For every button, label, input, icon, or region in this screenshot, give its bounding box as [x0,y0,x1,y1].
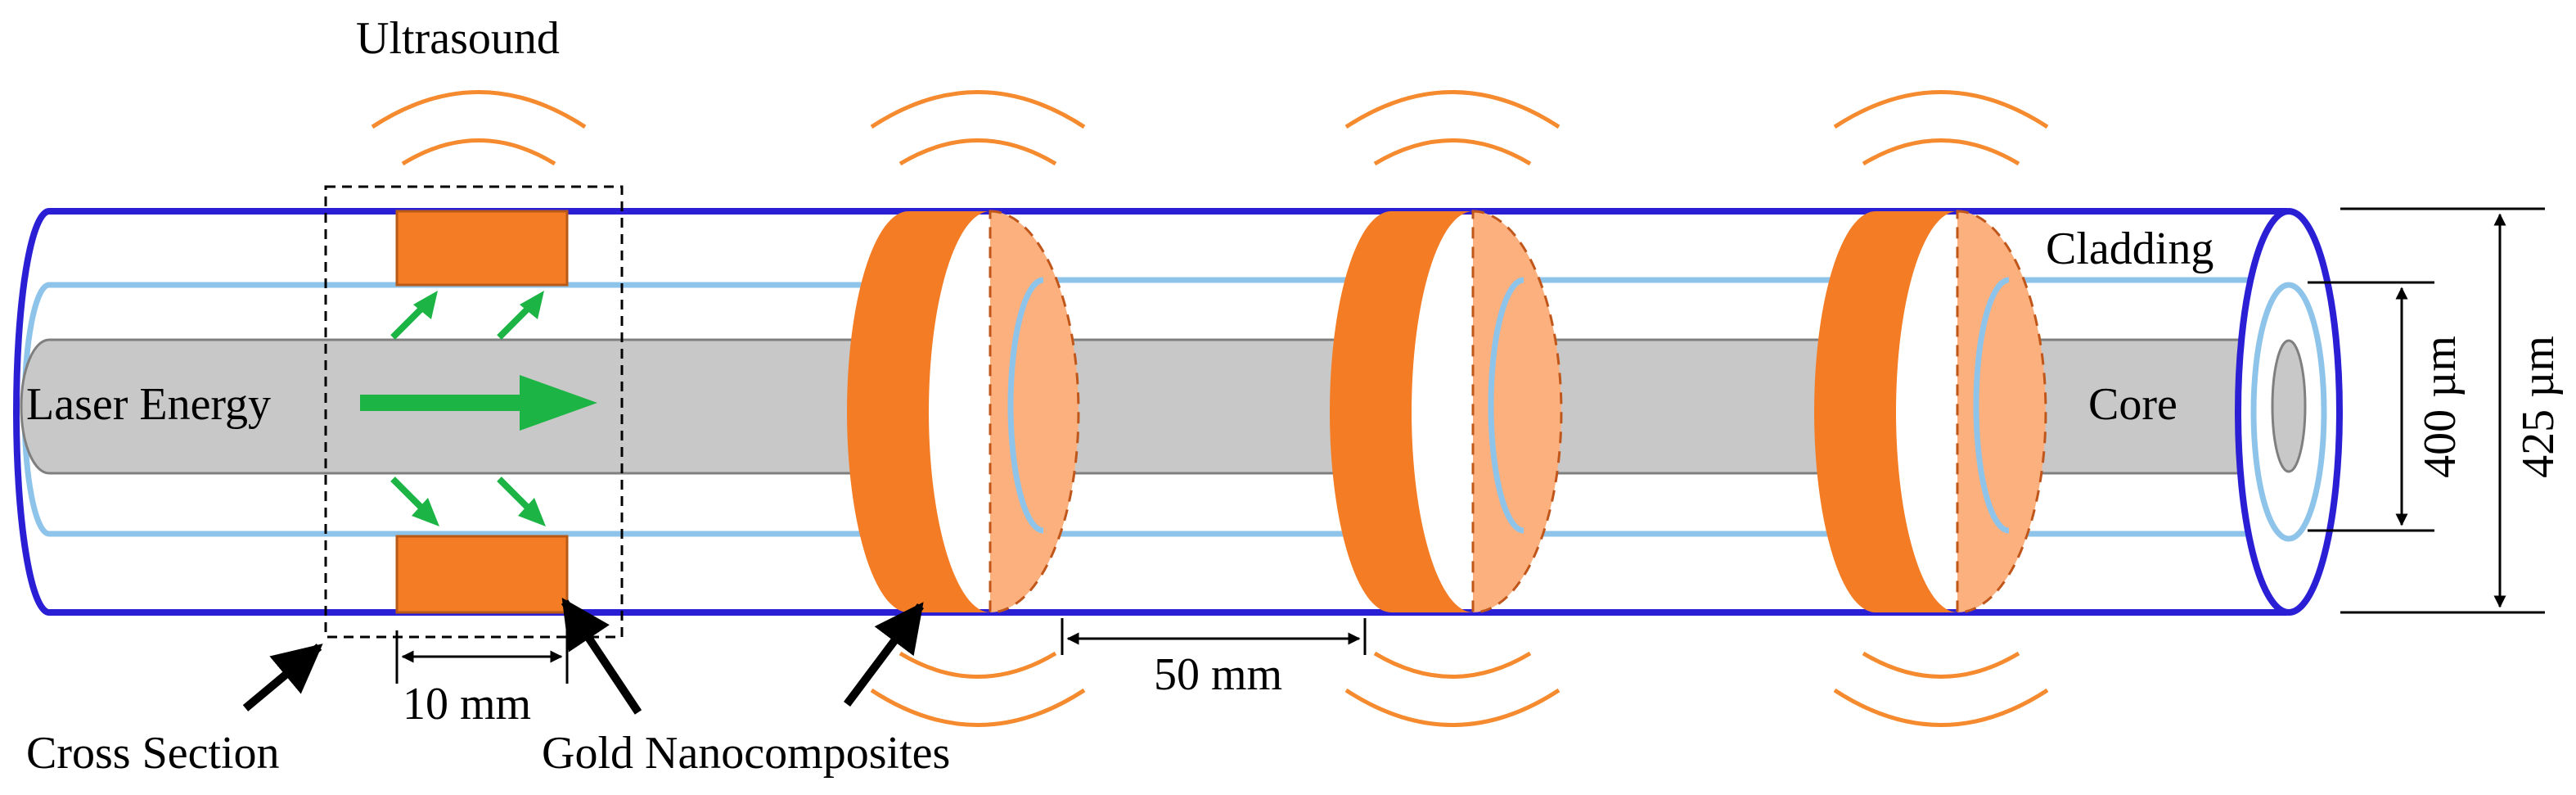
gold-nanocomposite-ring [847,210,1080,614]
dimension-10mm [395,630,569,684]
ultrasound-transducer-top [395,210,569,287]
laser-energy-label: Laser Energy [26,379,271,430]
ultrasound-transducer-bottom [395,535,569,614]
fiber-end-face [2235,208,2343,616]
dimension-400um [2308,281,2434,532]
cross-section-box [324,185,624,639]
dimension-50mm [1061,618,1367,655]
ultrasound-label: Ultrasound [356,13,560,64]
radial-energy-arrow-icon [390,291,546,526]
cladding-label: Cladding [2046,224,2213,274]
laser-energy-arrow-icon [360,375,597,431]
ultrasound-wave-icon [371,90,2049,727]
cross-section-transducers [324,185,624,639]
cross-section-label: Cross Section [26,728,280,779]
core-label: Core [2088,379,2177,430]
dimension-10mm-label: 10 mm [403,679,531,730]
dimension-400um-label: 400 µm [2415,336,2466,478]
gold-nanocomposite-ring [1330,210,1563,614]
gold-nanocomposite-ring [1814,210,2047,614]
dimension-425um-label: 425 µm [2513,336,2564,478]
gold-nanocomposites-label: Gold Nanocomposites [542,728,950,779]
fiber-core [20,338,2285,475]
dimension-50mm-label: 50 mm [1154,649,1282,700]
dimension-425um [2340,207,2545,614]
pointer-arrow-icon [242,598,924,715]
